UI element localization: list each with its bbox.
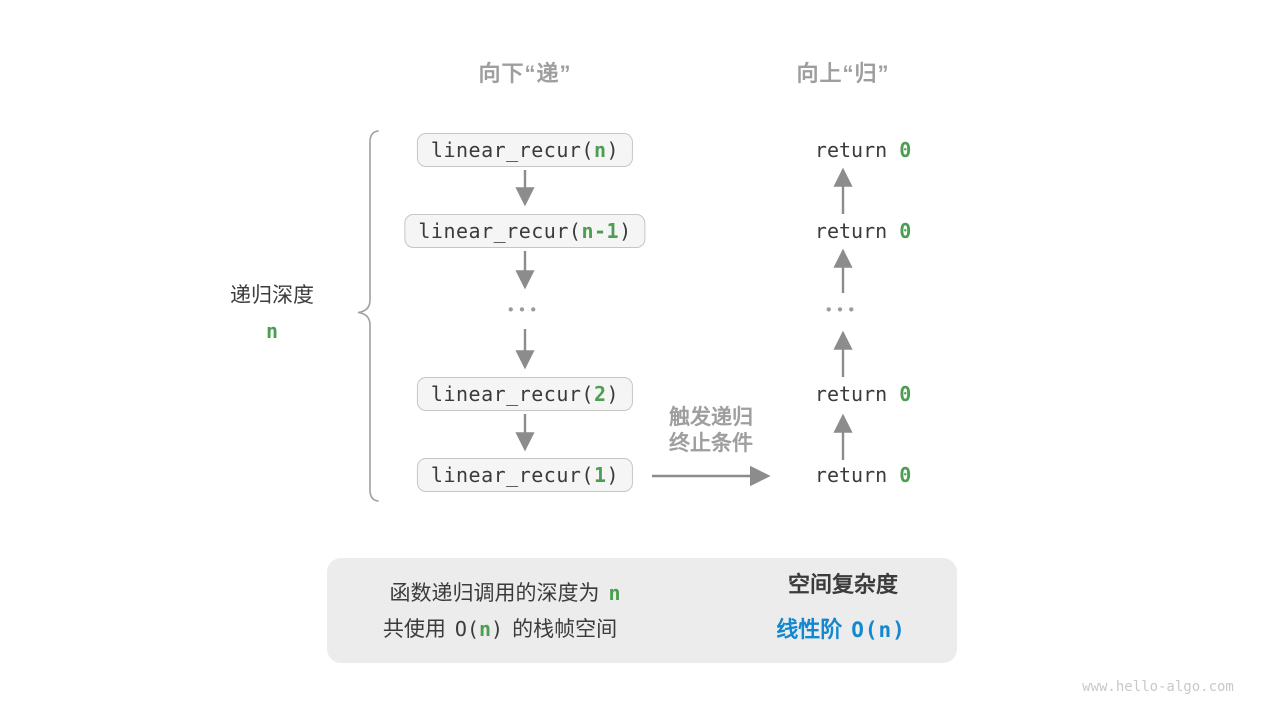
return-keyword: return	[814, 219, 900, 243]
space-complexity-title: 空间复杂度	[787, 572, 899, 597]
code-arg: 1	[593, 463, 607, 487]
return-value: 0	[899, 138, 912, 162]
return-ellipsis: •••	[826, 301, 860, 319]
depth-brace-icon	[357, 130, 379, 502]
summary-line-1: 函数递归调用的深度为 n	[389, 577, 620, 607]
space-complexity-value: 线性阶 O(n)	[776, 612, 906, 644]
stack-box-1: linear_recur(1)	[416, 458, 634, 492]
summary-line2-code-close: )	[491, 617, 504, 641]
return-keyword: return	[814, 463, 900, 487]
return-row: return 0	[767, 195, 912, 267]
code-text: )	[606, 138, 620, 162]
summary-line1-value: n	[608, 581, 621, 605]
code-text: linear_recur(	[430, 138, 594, 162]
return-row: return 0	[767, 439, 912, 511]
stack-box-n: linear_recur(n)	[416, 133, 634, 167]
code-arg: n	[593, 138, 607, 162]
return-row: return 0	[767, 358, 912, 430]
code-text: )	[606, 463, 620, 487]
column-header-recurse: 向下“递”	[478, 61, 572, 86]
code-text: )	[619, 219, 632, 243]
depth-label: 递归深度	[230, 284, 314, 307]
code-text: )	[606, 382, 620, 406]
stack-box-n-1: linear_recur(n-1)	[404, 214, 646, 248]
space-complexity-code: O(n)	[851, 618, 906, 642]
code-text: linear_recur(	[430, 382, 594, 406]
space-complexity-text: 线性阶	[776, 617, 843, 642]
stack-box-2: linear_recur(2)	[416, 377, 634, 411]
return-keyword: return	[814, 382, 900, 406]
summary-line2-post: 的栈帧空间	[512, 618, 618, 641]
code-text: linear_recur(	[430, 463, 594, 487]
trigger-label-line1: 触发递归	[669, 406, 753, 429]
summary-line2-code-n: n	[479, 617, 492, 641]
code-text: linear_recur(	[418, 219, 582, 243]
column-header-return: 向上“归”	[796, 61, 890, 86]
return-value: 0	[899, 463, 912, 487]
return-value: 0	[899, 382, 912, 406]
summary-line1-text: 函数递归调用的深度为	[389, 582, 600, 605]
trigger-label-line2: 终止条件	[669, 432, 753, 455]
return-value: 0	[899, 219, 912, 243]
depth-value: n	[265, 319, 279, 343]
stack-ellipsis: •••	[508, 301, 542, 319]
return-row: return 0	[767, 114, 912, 186]
summary-box	[327, 558, 957, 663]
summary-line2-code-open: O(	[454, 617, 479, 641]
summary-line2-pre: 共使用	[382, 618, 446, 641]
code-arg: n-1	[581, 219, 620, 243]
return-keyword: return	[814, 138, 900, 162]
watermark: www.hello-algo.com	[1082, 679, 1234, 695]
code-arg: 2	[593, 382, 607, 406]
trigger-label: 触发递归 终止条件	[669, 405, 753, 457]
summary-line-2: 共使用 O(n) 的栈帧空间	[383, 613, 617, 643]
